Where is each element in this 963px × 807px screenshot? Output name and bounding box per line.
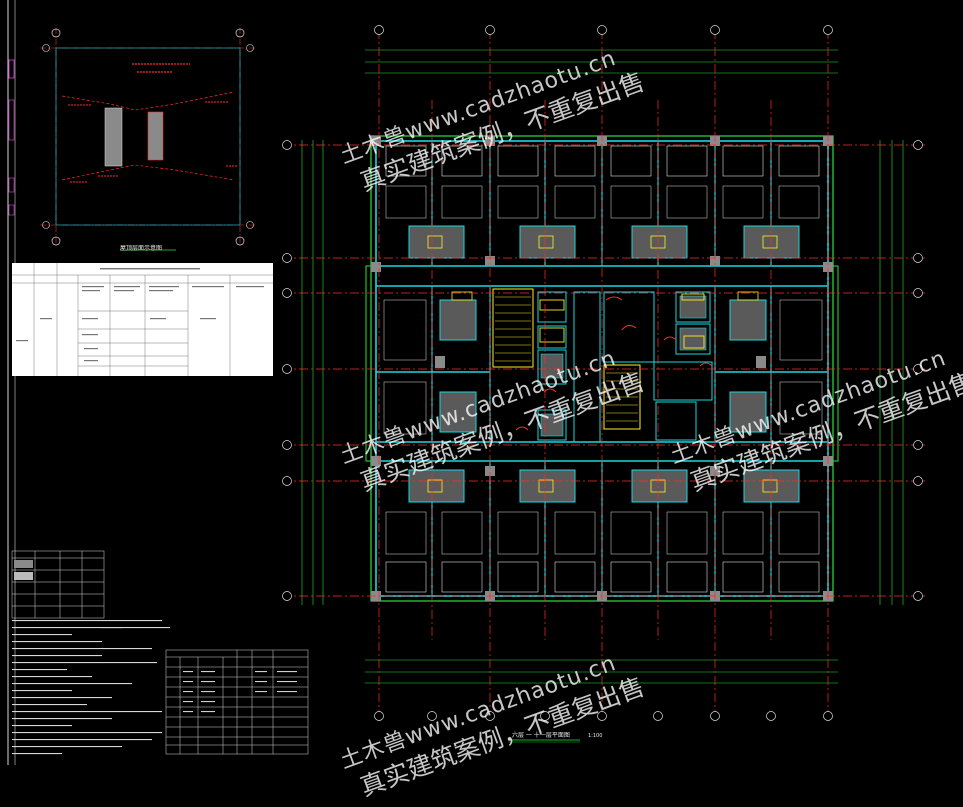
plan-title: 六层 一 十一层平面图: [512, 732, 570, 739]
door-window-schedule: [165, 649, 309, 755]
general-notes: [12, 620, 170, 755]
service-core: [492, 288, 713, 443]
key-plan-title: 屋顶层面示意图: [120, 245, 163, 252]
schedule-table: [12, 263, 273, 376]
cad-drawing-canvas[interactable]: [0, 0, 963, 765]
floor-plan: [282, 25, 925, 743]
plan-scale: 1:100: [588, 733, 603, 739]
roof-key-plan: [40, 28, 255, 251]
legend-table: [11, 550, 105, 619]
sheet-border: [7, 0, 16, 765]
